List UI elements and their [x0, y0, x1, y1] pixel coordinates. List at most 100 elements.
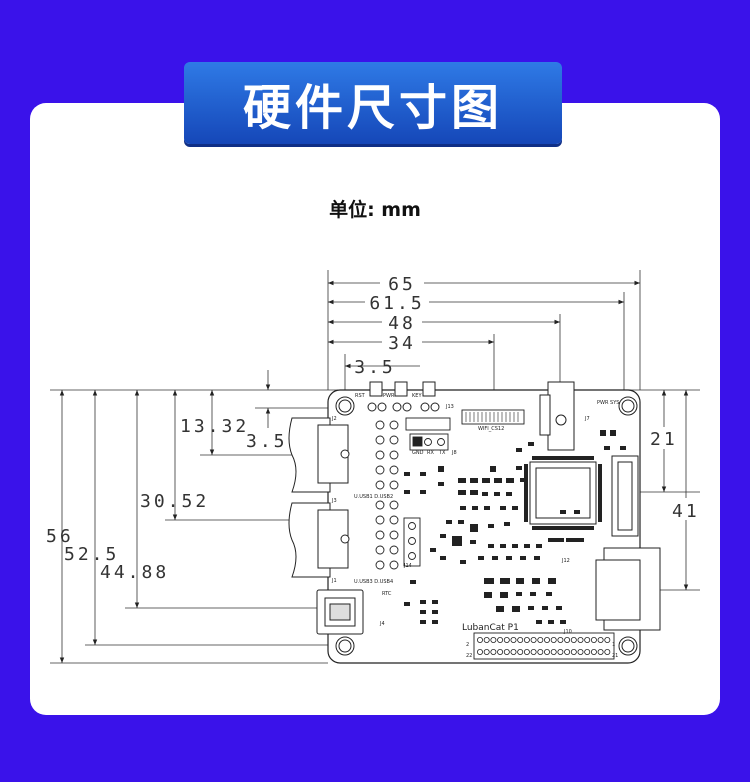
smd-component — [534, 556, 540, 560]
dim-right-21: 21 — [650, 429, 678, 450]
dim-top-65: 65 — [388, 274, 416, 295]
dim-top-34: 34 — [388, 333, 416, 354]
smd-component — [560, 620, 566, 624]
svg-text:J8: J8 — [451, 450, 457, 456]
smd-component — [560, 510, 566, 514]
gpio-pin — [564, 649, 571, 656]
gpio-pin — [517, 649, 524, 656]
serial-header — [405, 417, 451, 451]
smd-component — [484, 506, 490, 510]
gpio-pin — [497, 637, 504, 644]
svg-text:EAR: EAR — [555, 456, 566, 462]
smd-component — [458, 520, 464, 524]
smd-component — [452, 536, 462, 546]
left-dimension-lines — [50, 370, 328, 664]
gpio-pin — [497, 649, 504, 656]
gpio-pin — [604, 637, 611, 644]
ribbon-connector — [461, 409, 525, 425]
smd-component — [482, 478, 490, 483]
smd-component — [470, 478, 478, 483]
unit-label: 单位: mm — [329, 199, 421, 221]
mounting-holes — [335, 396, 638, 656]
gpio-pin — [537, 637, 544, 644]
smd-component — [490, 466, 496, 472]
gpio-pin — [557, 637, 564, 644]
smd-component — [432, 600, 438, 604]
banner-title: 硬件尺寸图 — [242, 80, 503, 136]
dim-left-3-5: 3.5 — [246, 431, 288, 452]
svg-text:U.USB3 D.USB4: U.USB3 D.USB4 — [354, 579, 393, 585]
board-logo: LubanCat P1 — [462, 623, 519, 633]
gpio-pin — [584, 649, 591, 656]
smd-component — [528, 606, 534, 610]
smd-component — [520, 478, 526, 482]
svg-text:J13: J13 — [445, 404, 454, 410]
dim-left-52-5: 52.5 — [64, 544, 119, 565]
smd-component — [512, 606, 520, 612]
audio-jack — [539, 381, 575, 451]
left-headers — [375, 420, 421, 570]
dim-left-56: 56 — [46, 526, 74, 547]
dim-left-44-88: 44.88 — [100, 562, 169, 583]
smd-component — [420, 490, 426, 494]
wifi-module — [595, 455, 661, 631]
smd-component — [488, 524, 494, 528]
usb-connectors — [288, 417, 364, 635]
smd-component — [432, 620, 438, 624]
smd-component — [524, 544, 530, 548]
smd-component — [404, 472, 410, 476]
svg-text:RX: RX — [427, 450, 434, 456]
smd-component — [440, 534, 446, 538]
smd-component — [470, 490, 478, 495]
gpio-pin — [510, 649, 517, 656]
svg-text:J1: J1 — [331, 578, 337, 584]
gpio-pin — [490, 649, 497, 656]
smd-component — [530, 592, 536, 596]
svg-text:RTC: RTC — [382, 591, 392, 597]
dim-right-41: 41 — [672, 501, 700, 522]
smd-component — [512, 506, 518, 510]
smd-component — [494, 478, 502, 483]
smd-component — [566, 538, 584, 542]
smd-component — [542, 606, 548, 610]
gpio-pin — [476, 649, 483, 656]
dim-left-13-32: 13.32 — [180, 416, 249, 437]
smd-component — [438, 482, 444, 486]
smd-component — [458, 490, 466, 495]
smd-component — [446, 520, 452, 524]
smd-component — [504, 522, 510, 526]
smd-component — [516, 578, 524, 584]
smd-component — [492, 556, 498, 560]
svg-text:J2: J2 — [331, 416, 337, 422]
svg-text:RST: RST — [355, 393, 366, 399]
smd-component — [432, 610, 438, 614]
right-dimension-lines — [640, 390, 700, 591]
dim-top-3-5: 3.5 — [354, 357, 396, 378]
smd-component — [620, 446, 626, 450]
gpio-pin — [604, 649, 611, 656]
smd-component — [494, 492, 500, 496]
smd-component — [438, 466, 444, 472]
smd-component — [420, 610, 426, 614]
svg-text:WIFI_CS12: WIFI_CS12 — [478, 426, 504, 432]
smd-component — [472, 506, 478, 510]
smd-component — [484, 578, 494, 584]
svg-text:J14: J14 — [403, 563, 412, 569]
gpio-pin — [510, 637, 517, 644]
smd-component — [506, 556, 512, 560]
gpio-pin — [577, 649, 584, 656]
smd-component — [516, 592, 522, 596]
title-banner: 硬件尺寸图 — [184, 62, 562, 144]
gpio-pin — [523, 637, 530, 644]
gpio-pin — [544, 649, 551, 656]
gpio-pin — [597, 637, 604, 644]
gpio-pin — [503, 649, 510, 656]
gpio-pin — [476, 637, 483, 644]
smd-component — [556, 526, 564, 530]
smd-component — [500, 592, 508, 598]
gpio-pin — [530, 637, 537, 644]
gpio-pin — [483, 637, 490, 644]
smd-component — [440, 556, 446, 560]
main-soc — [529, 461, 597, 525]
smd-component — [506, 478, 514, 483]
